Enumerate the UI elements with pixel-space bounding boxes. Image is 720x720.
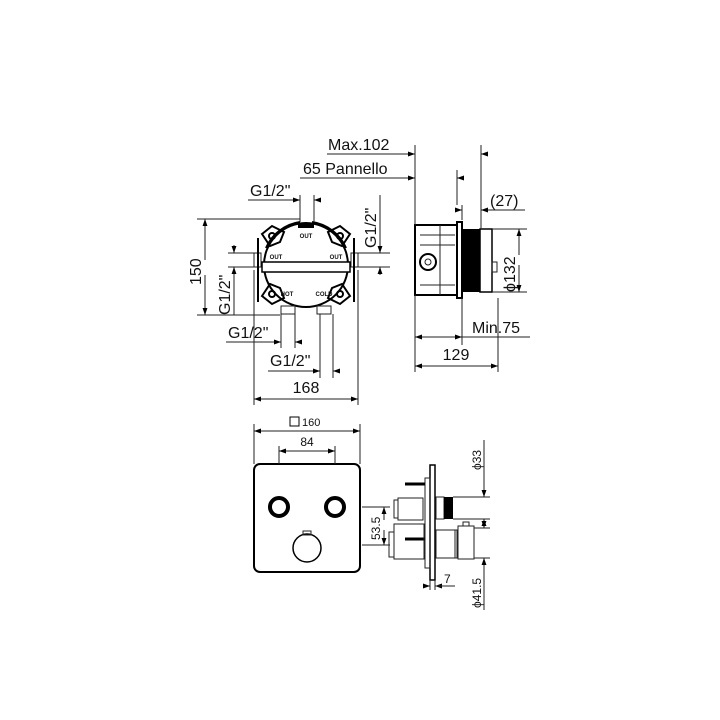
dim-plate-160: 160: [253, 416, 361, 464]
port-label-right: OUT: [330, 255, 343, 261]
dim-left-pipe: G1/2": [217, 245, 254, 315]
dim-offset-label: (27): [490, 193, 518, 210]
dim-diameter-132-label: ϕ132: [502, 256, 519, 292]
dim-offset-27: (27): [455, 193, 525, 220]
dim-height-label: 150: [188, 258, 205, 285]
dim-width-168: 168: [253, 270, 359, 405]
port-label-top: OUT: [300, 234, 313, 240]
dim-min-75: Min.75: [414, 295, 530, 372]
dim-total-129: 129: [415, 347, 498, 369]
port-label-left: OUT: [270, 255, 283, 261]
dim-bottom-left-pipe-label: G1/2": [228, 325, 268, 342]
dim-plate-thickness-label: 7: [444, 572, 451, 586]
port-label-cold: COLD: [316, 292, 334, 298]
dim-right-pipe: G1/2": [358, 195, 390, 275]
dim-right-pipe-label: G1/2": [363, 208, 380, 248]
port-label-hot: HOT: [281, 292, 294, 298]
dim-plate-size-label: 160: [302, 417, 320, 429]
dim-max-102: Max.102: [327, 137, 488, 229]
dim-total-label: 129: [443, 347, 470, 364]
dim-bottom-right-pipe-label: G1/2": [270, 353, 310, 370]
dim-vertical-spacing-label: 53.5: [369, 516, 383, 540]
dim-pannello-label: 65 Pannello: [303, 161, 388, 178]
dim-min-label: Min.75: [472, 320, 520, 337]
dim-width-label: 168: [293, 380, 320, 397]
dim-diameter-41-5: ϕ41.5: [470, 520, 490, 610]
dim-bottom-left-pipe: G1/2": [226, 314, 302, 348]
box-front-view: OUT OUT OUT HOT COLD: [253, 221, 359, 315]
dim-diameter-33: ϕ33: [453, 440, 490, 527]
dim-pannello-65: 65 Pannello: [300, 161, 464, 205]
dim-bottom-right-pipe: G1/2": [268, 314, 340, 378]
dim-vertical-53-5: 53.5: [362, 506, 390, 546]
dim-max-label: Max.102: [328, 137, 389, 154]
dim-height-150: 150: [188, 218, 300, 316]
dim-diameter-41-5-label: ϕ41.5: [470, 578, 484, 608]
dim-diameter-33-label: ϕ33: [470, 450, 484, 470]
valve-side-view: [388, 464, 475, 581]
dim-knob-spacing-84: 84: [278, 435, 336, 464]
dim-top-pipe: G1/2": [248, 183, 321, 222]
dim-left-pipe-label: G1/2": [217, 275, 234, 315]
dim-top-pipe-label: G1/2": [250, 183, 290, 200]
plate-front-view: [253, 463, 361, 573]
dim-plate-thickness-7: 7: [423, 572, 455, 590]
dim-diameter-132: ϕ132: [492, 228, 527, 293]
dim-knob-spacing-label: 84: [300, 435, 314, 449]
square-symbol-icon: [289, 416, 300, 427]
box-side-view: [414, 221, 498, 299]
